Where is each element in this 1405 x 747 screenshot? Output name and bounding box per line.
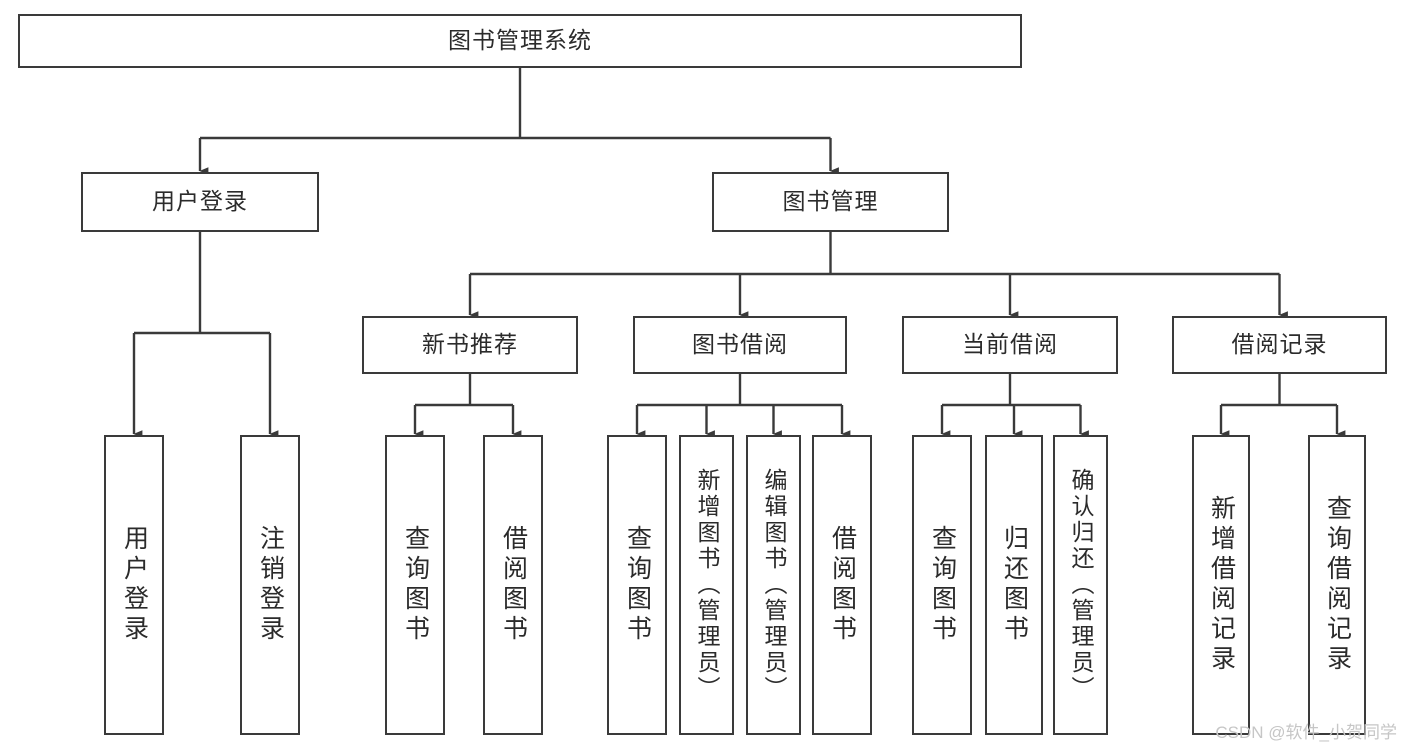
node-bookmgmt[interactable]: 图书管理 [712, 172, 949, 232]
node-label: 借阅图书 [828, 525, 857, 645]
node-leaf-nb-b[interactable]: 借阅图书 [483, 435, 543, 735]
node-current[interactable]: 当前借阅 [902, 316, 1118, 374]
node-leaf-bw-br[interactable]: 借阅图书 [812, 435, 872, 735]
node-newbook[interactable]: 新书推荐 [362, 316, 578, 374]
node-leaf-cu-cf[interactable]: 确认归还（管理员） [1053, 435, 1108, 735]
node-label: 图书管理 [782, 188, 879, 215]
node-leaf-bw-add[interactable]: 新增图书（管理员） [679, 435, 734, 735]
node-label: 编辑图书（管理员） [761, 468, 787, 702]
node-label: 当前借阅 [962, 331, 1058, 358]
node-root[interactable]: 图书管理系统 [18, 14, 1022, 68]
node-borrow[interactable]: 图书借阅 [633, 316, 847, 374]
node-leaf-cu-rt[interactable]: 归还图书 [985, 435, 1043, 735]
node-label: 借阅记录 [1231, 331, 1328, 358]
node-label: 图书借阅 [692, 331, 788, 358]
node-label: 新书推荐 [422, 331, 518, 358]
node-leaf-logout[interactable]: 注销登录 [240, 435, 300, 735]
node-leaf-cu-q[interactable]: 查询图书 [912, 435, 972, 735]
node-label: 查询图书 [623, 525, 652, 645]
node-label: 用户登录 [152, 188, 248, 215]
node-label: 查询图书 [401, 525, 430, 645]
node-leaf-login[interactable]: 用户登录 [104, 435, 164, 735]
node-login[interactable]: 用户登录 [81, 172, 319, 232]
node-label: 借阅图书 [499, 525, 528, 645]
node-label: 确认归还（管理员） [1068, 468, 1094, 702]
node-label: 新增图书（管理员） [694, 468, 720, 702]
node-records[interactable]: 借阅记录 [1172, 316, 1387, 374]
node-label: 新增借阅记录 [1207, 495, 1236, 675]
node-leaf-nb-q[interactable]: 查询图书 [385, 435, 445, 735]
node-leaf-rc-q[interactable]: 查询借阅记录 [1308, 435, 1366, 735]
node-label: 图书管理系统 [448, 27, 592, 54]
node-leaf-bw-ed[interactable]: 编辑图书（管理员） [746, 435, 801, 735]
node-label: 查询借阅记录 [1323, 495, 1352, 675]
node-leaf-rc-add[interactable]: 新增借阅记录 [1192, 435, 1250, 735]
node-label: 注销登录 [256, 525, 285, 645]
node-label: 归还图书 [1000, 525, 1029, 645]
node-label: 用户登录 [120, 525, 149, 645]
node-leaf-bw-q[interactable]: 查询图书 [607, 435, 667, 735]
node-label: 查询图书 [928, 525, 957, 645]
